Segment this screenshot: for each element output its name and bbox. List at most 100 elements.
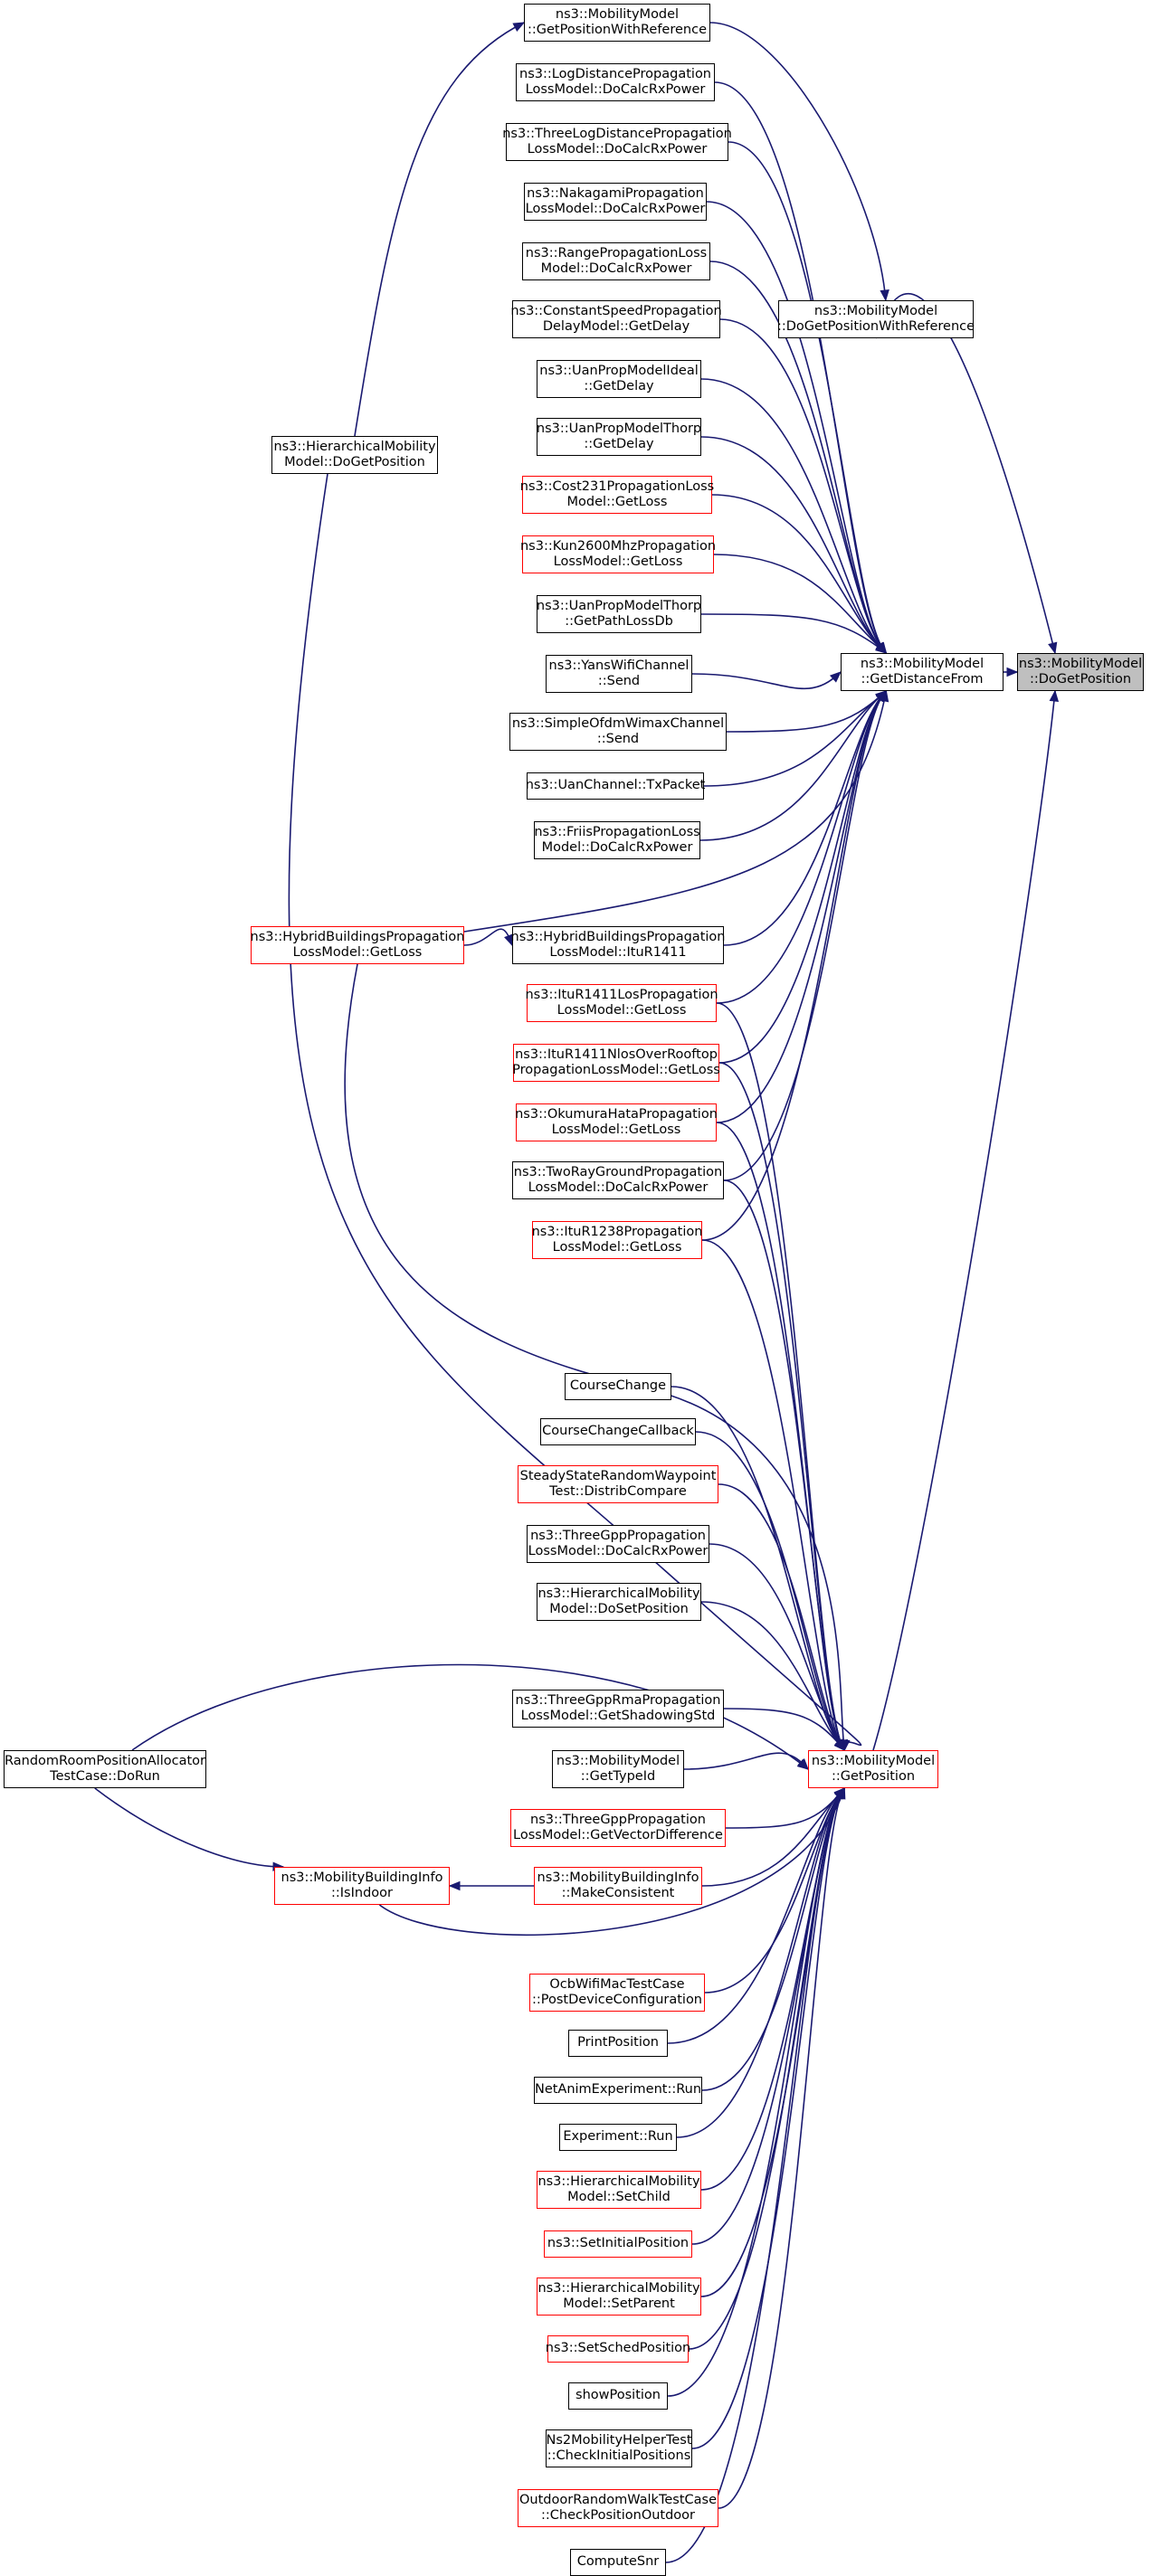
node-rrpa[interactable]: RandomRoomPositionAllocator TestCase::Do…: [4, 1750, 206, 1788]
node-makecons[interactable]: ns3::MobilityBuildingInfo ::MakeConsiste…: [534, 1867, 702, 1905]
node-dgpwr[interactable]: ns3::MobilityModel ::DoGetPositionWithRe…: [777, 300, 975, 338]
edge-isindoor-to-gp: [378, 1787, 846, 1937]
edge-rrpa-to-isindoor: [94, 1787, 284, 1868]
edge-arrowhead: [875, 690, 888, 703]
node-hmdgp[interactable]: ns3::HierarchicalMobility Model::DoGetPo…: [271, 436, 438, 474]
node-uanch[interactable]: ns3::UanChannel::TxPacket: [526, 772, 705, 800]
node-gp[interactable]: ns3::MobilityModel ::GetPosition: [808, 1750, 938, 1788]
node-range[interactable]: ns3::RangePropagationLoss Model::DoCalcR…: [522, 242, 710, 280]
node-label: CourseChange: [569, 1378, 667, 1394]
node-cc[interactable]: CourseChange: [565, 1373, 671, 1400]
node-label: ns3::HierarchicalMobility Model::DoGetPo…: [273, 439, 436, 470]
node-outdoor[interactable]: OutdoorRandomWalkTestCase ::CheckPositio…: [518, 2489, 718, 2527]
node-itunlos[interactable]: ns3::ItuR1411NlosOverRooftop Propagation…: [512, 1044, 720, 1082]
edge-threelogd-to-gdf: [728, 141, 887, 654]
node-label: ns3::RangePropagationLoss Model::DoCalcR…: [525, 245, 708, 277]
node-hybrid[interactable]: ns3::HybridBuildingsPropagation LossMode…: [251, 926, 464, 964]
edge-arrowhead: [448, 1880, 461, 1891]
edge-itunlos-to-gdf: [718, 690, 887, 1064]
node-gpwr[interactable]: ns3::MobilityModel ::GetPositionWithRefe…: [524, 4, 710, 42]
node-cost231[interactable]: ns3::Cost231PropagationLoss Model::GetLo…: [519, 476, 715, 514]
edge-arrowhead: [880, 289, 889, 302]
node-label: ns3::UanPropModelIdeal ::GetDelay: [539, 363, 699, 394]
node-yans[interactable]: ns3::YansWifiChannel ::Send: [546, 655, 692, 693]
node-label: ns3::NakagamiPropagation LossModel::DoCa…: [525, 185, 706, 217]
node-uanideal[interactable]: ns3::UanPropModelIdeal ::GetDelay: [537, 360, 701, 398]
edge-naka-to-gdf: [706, 201, 887, 654]
edge-itu1238-to-gp: [701, 1239, 845, 1751]
node-label: ns3::HierarchicalMobility Model::SetChil…: [537, 2174, 700, 2205]
node-label: ComputeSnr: [576, 2554, 660, 2570]
node-label: ns3::UanPropModelThorp ::GetDelay: [536, 421, 702, 452]
node-label: ns3::MobilityModel ::GetPositionWithRefe…: [527, 6, 707, 38]
edge-rma-to-gp: [723, 1708, 845, 1751]
node-label: ns3::ConstantSpeedPropagation DelayModel…: [510, 303, 722, 335]
node-label: RandomRoomPositionAllocator TestCase::Do…: [5, 1753, 206, 1785]
node-friis[interactable]: ns3::FriisPropagationLoss Model::DoCalcR…: [534, 821, 700, 859]
node-rma[interactable]: ns3::ThreeGppRmaPropagation LossModel::G…: [512, 1690, 724, 1728]
node-ccb[interactable]: CourseChangeCallback: [540, 1418, 696, 1445]
node-kun[interactable]: ns3::Kun2600MhzPropagation LossModel::Ge…: [519, 535, 717, 573]
edge-arrowhead: [829, 671, 842, 683]
node-setchild[interactable]: ns3::HierarchicalMobility Model::SetChil…: [537, 2171, 701, 2209]
node-threegpprx[interactable]: ns3::ThreeGppPropagation LossModel::DoCa…: [527, 1525, 709, 1563]
edge-uanch-to-gdf: [703, 690, 887, 787]
node-label: ns3::Cost231PropagationLoss Model::GetLo…: [519, 478, 715, 510]
node-target[interactable]: ns3::MobilityModel ::DoGetPosition: [1017, 653, 1144, 691]
node-hmdsp[interactable]: ns3::HierarchicalMobility Model::DoSetPo…: [537, 1583, 701, 1621]
node-uanthorppl[interactable]: ns3::UanPropModelThorp ::GetPathLossDb: [537, 595, 701, 633]
edge-exprun-to-gp: [676, 1787, 845, 2138]
node-ocb[interactable]: OcbWifiMacTestCase ::PostDeviceConfigura…: [529, 1974, 705, 2012]
node-label: ns3::SimpleOfdmWimaxChannel ::Send: [511, 715, 725, 747]
node-threelogd[interactable]: ns3::ThreeLogDistancePropagation LossMod…: [502, 123, 732, 161]
node-naka[interactable]: ns3::NakagamiPropagation LossModel::DoCa…: [524, 183, 707, 221]
node-showpos[interactable]: showPosition: [568, 2382, 668, 2410]
node-label: SteadyStateRandomWaypoint Test::DistribC…: [519, 1468, 717, 1500]
node-label: ns3::LogDistancePropagation LossModel::D…: [519, 66, 711, 98]
node-itulos[interactable]: ns3::ItuR1411LosPropagation LossModel::G…: [525, 984, 718, 1022]
node-label: ns3::MobilityModel ::GetDistanceFrom: [860, 656, 985, 687]
node-ns2[interactable]: Ns2MobilityHelperTest ::CheckInitialPosi…: [546, 2429, 692, 2467]
node-printpos[interactable]: PrintPosition: [568, 2030, 668, 2057]
edge-arrowhead: [797, 1758, 809, 1770]
edge-arrowhead: [834, 1786, 846, 1800]
node-vecdiff[interactable]: ns3::ThreeGppPropagation LossModel::GetV…: [510, 1809, 726, 1847]
node-hybriditu[interactable]: ns3::HybridBuildingsPropagation LossMode…: [511, 926, 725, 964]
edge-showpos-to-gp: [667, 1787, 845, 2397]
node-logd[interactable]: ns3::LogDistancePropagation LossModel::D…: [516, 63, 715, 101]
edge-itu1238-to-gdf: [701, 690, 887, 1241]
node-uanthorpd[interactable]: ns3::UanPropModelThorp ::GetDelay: [537, 418, 701, 456]
edge-gpwr-to-dgpwr: [709, 22, 887, 301]
node-csdelay[interactable]: ns3::ConstantSpeedPropagation DelayModel…: [510, 300, 722, 338]
node-label: ns3::SetSchedPosition: [545, 2341, 691, 2356]
node-label: ns3::HierarchicalMobility Model::SetPare…: [537, 2280, 700, 2312]
edge-tworay-to-gdf: [723, 690, 887, 1181]
edge-cost231-to-gdf: [711, 494, 887, 654]
edge-arrowhead: [1006, 667, 1019, 677]
node-setparent[interactable]: ns3::HierarchicalMobility Model::SetPare…: [537, 2278, 701, 2316]
node-label: ns3::Kun2600MhzPropagation LossModel::Ge…: [519, 538, 717, 570]
edge-arrowhead: [1048, 641, 1058, 655]
node-gdf[interactable]: ns3::MobilityModel ::GetDistanceFrom: [841, 653, 1004, 691]
node-netanim[interactable]: NetAnimExperiment::Run: [534, 2077, 702, 2104]
node-snr[interactable]: ComputeSnr: [570, 2549, 666, 2576]
edge-ssrw-to-gp: [718, 1483, 845, 1751]
node-okumura[interactable]: ns3::OkumuraHataPropagation LossModel::G…: [515, 1103, 718, 1141]
edge-yans-to-gdf: [691, 671, 842, 690]
node-label: Experiment::Run: [563, 2129, 673, 2145]
node-label: ns3::MobilityModel ::DoGetPosition: [1018, 656, 1143, 687]
node-setinit[interactable]: ns3::SetInitialPosition: [544, 2230, 692, 2258]
node-exprun[interactable]: Experiment::Run: [559, 2124, 677, 2151]
edge-dgpwr-to-target: [875, 292, 1056, 654]
node-gettypeid[interactable]: ns3::MobilityModel ::GetTypeId: [552, 1750, 684, 1788]
node-ssrw[interactable]: SteadyStateRandomWaypoint Test::DistribC…: [518, 1465, 718, 1503]
node-isindoor[interactable]: ns3::MobilityBuildingInfo ::IsIndoor: [274, 1867, 450, 1905]
edge-hmdgp-to-gpwr: [354, 22, 525, 437]
edge-ns2-to-gp: [691, 1787, 845, 2449]
node-label: ns3::ThreeGppPropagation LossModel::GetV…: [513, 1812, 723, 1843]
node-ofdm[interactable]: ns3::SimpleOfdmWimaxChannel ::Send: [509, 713, 727, 751]
node-itu1238[interactable]: ns3::ItuR1238Propagation LossModel::GetL…: [532, 1221, 702, 1259]
node-label: ns3::ThreeGppPropagation LossModel::DoCa…: [528, 1528, 709, 1559]
node-setsched[interactable]: ns3::SetSchedPosition: [545, 2335, 691, 2363]
node-tworay[interactable]: ns3::TwoRayGroundPropagation LossModel::…: [512, 1161, 724, 1199]
